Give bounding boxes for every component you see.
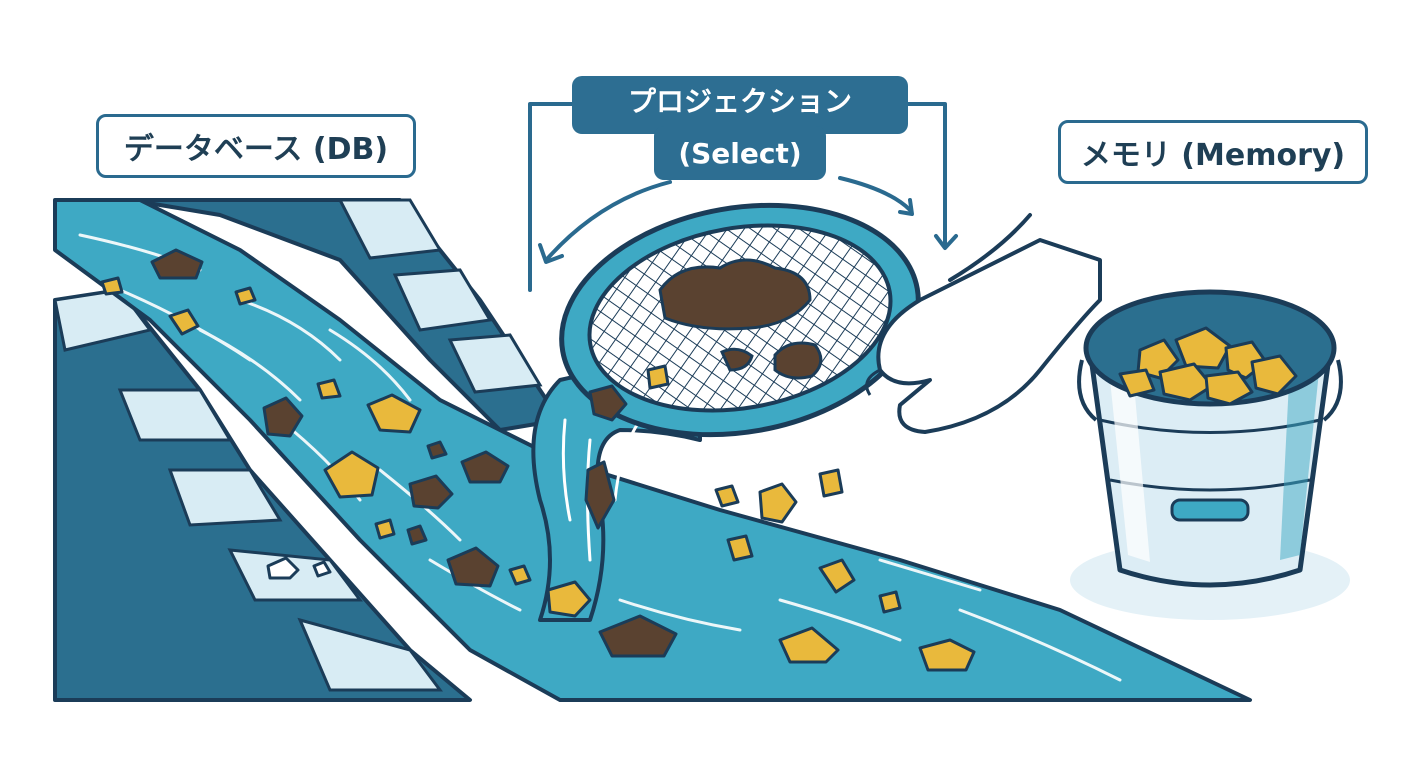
- database-label: データベース (DB): [96, 114, 416, 178]
- gold-nugget-icon: [728, 536, 752, 560]
- gold-nugget-icon: [236, 288, 255, 304]
- gold-nugget-icon: [880, 592, 900, 612]
- database-label-text: データベース (DB): [124, 124, 388, 168]
- memory-label: メモリ (Memory): [1058, 120, 1368, 184]
- gold-nugget-icon: [820, 470, 842, 496]
- projection-label-line1: プロジェクション: [628, 76, 852, 128]
- projection-label-line2: (Select): [678, 128, 801, 180]
- bucket-icon: [1070, 292, 1350, 620]
- dirt-clump-icon: [660, 260, 810, 329]
- gold-nugget-icon: [376, 520, 394, 538]
- gold-nugget-icon: [648, 366, 668, 388]
- dirt-clump-icon: [775, 343, 821, 378]
- gold-nugget-icon: [102, 278, 122, 294]
- gold-nugget-icon: [760, 484, 796, 522]
- hand-icon: [867, 215, 1100, 432]
- gold-nugget-icon: [716, 486, 738, 506]
- projection-label: プロジェクション (Select): [572, 76, 908, 180]
- memory-label-text: メモリ (Memory): [1081, 130, 1345, 174]
